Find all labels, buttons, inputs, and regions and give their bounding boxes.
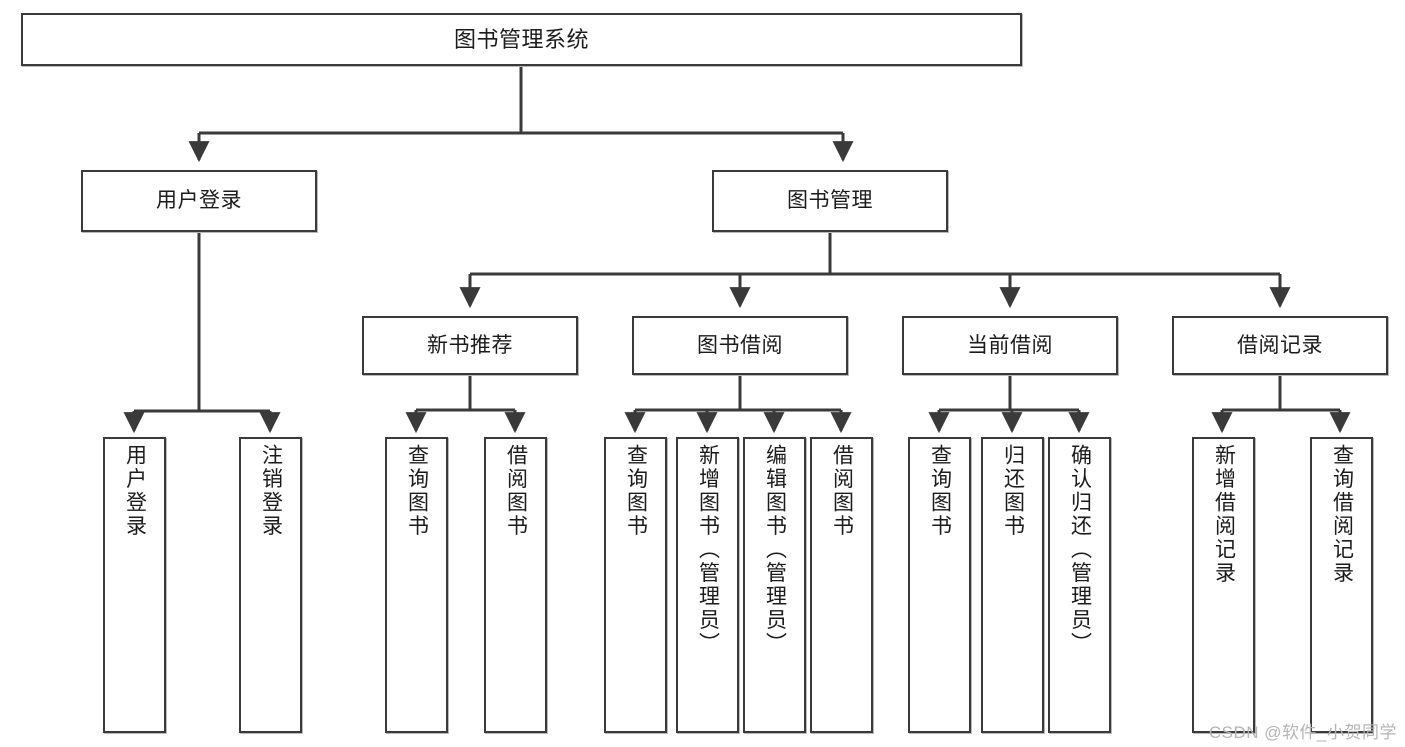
leaf-confirm-return[interactable]: 确认归还（管理员）: [1048, 437, 1111, 733]
node-label: 查询图书: [405, 444, 429, 538]
node-label: 编辑图书（管理员）: [763, 444, 787, 656]
leaf-query-book-1[interactable]: 查询图书: [385, 437, 448, 733]
leaf-borrow-book-2[interactable]: 借阅图书: [810, 437, 873, 733]
node-label: 查询借阅记录: [1330, 444, 1354, 585]
leaf-user-login[interactable]: 用户登录: [103, 437, 166, 733]
leaf-query-book-3[interactable]: 查询图书: [908, 437, 971, 733]
node-current-borrow[interactable]: 当前借阅: [902, 316, 1118, 375]
leaf-query-book-2[interactable]: 查询图书: [604, 437, 667, 733]
node-label: 新增借阅记录: [1212, 444, 1236, 585]
leaf-add-book[interactable]: 新增图书（管理员）: [676, 437, 739, 733]
node-borrow-record[interactable]: 借阅记录: [1172, 316, 1388, 375]
watermark-text: CSDN @软件_小贺同学: [1208, 723, 1397, 742]
node-label: 确认归还（管理员）: [1068, 444, 1092, 656]
node-label: 用户登录: [123, 444, 147, 538]
leaf-return-book[interactable]: 归还图书: [981, 437, 1044, 733]
leaf-user-logout[interactable]: 注销登录: [239, 437, 302, 733]
node-label: 当前借阅: [967, 333, 1053, 357]
node-label: 新增图书（管理员）: [696, 444, 720, 656]
node-label: 新书推荐: [427, 333, 513, 357]
node-root-system[interactable]: 图书管理系统: [21, 13, 1022, 66]
node-label: 借阅图书: [830, 444, 854, 538]
node-label: 借阅记录: [1237, 333, 1323, 357]
node-label: 图书管理: [787, 189, 873, 213]
leaf-borrow-book-1[interactable]: 借阅图书: [484, 437, 547, 733]
node-label: 用户登录: [156, 189, 242, 213]
node-label: 图书借阅: [697, 333, 783, 357]
node-label: 查询图书: [624, 444, 648, 538]
leaf-query-borrow-record[interactable]: 查询借阅记录: [1310, 437, 1373, 733]
leaf-edit-book[interactable]: 编辑图书（管理员）: [743, 437, 806, 733]
node-label: 注销登录: [259, 444, 283, 538]
node-book-management[interactable]: 图书管理: [712, 170, 948, 232]
node-label: 查询图书: [928, 444, 952, 538]
node-label: 借阅图书: [504, 444, 528, 538]
node-label: 图书管理系统: [453, 26, 589, 52]
node-new-book-recommend[interactable]: 新书推荐: [362, 316, 578, 375]
leaf-add-borrow-record[interactable]: 新增借阅记录: [1192, 437, 1255, 733]
node-label: 归还图书: [1001, 444, 1025, 538]
node-book-borrow[interactable]: 图书借阅: [632, 316, 848, 375]
node-user-login[interactable]: 用户登录: [81, 170, 317, 232]
